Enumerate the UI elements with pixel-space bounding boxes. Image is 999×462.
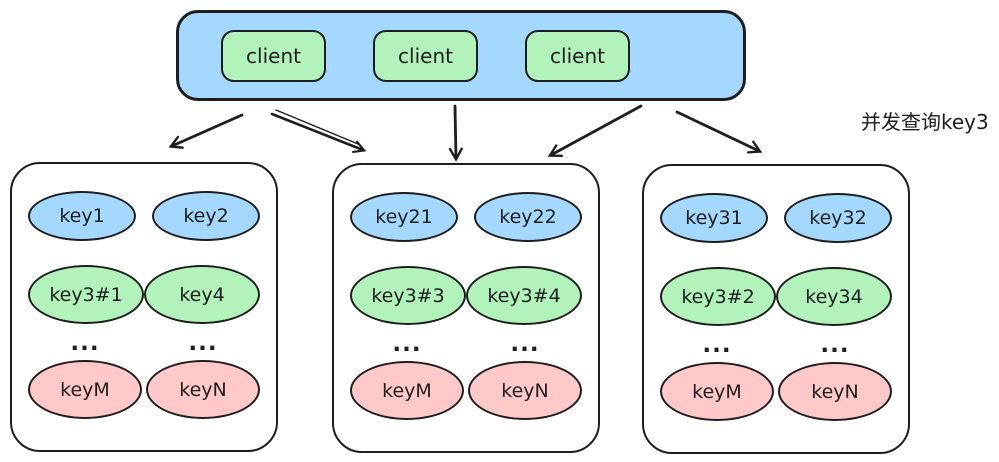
ellipsis-row: ... ... [660,332,892,358]
shard-node-3: key31 key32 key3#2 key34 ... ... keyM ke… [642,164,910,454]
key-ellipse: key3#3 [350,266,466,325]
key-ellipse: keyN [778,362,892,421]
key-row-green: key3#2 key34 [660,267,892,326]
key-ellipse: key3#4 [466,266,582,325]
ellipsis-row: ... ... [28,330,260,356]
key-ellipse: key34 [776,267,892,326]
client-box: client [373,29,478,82]
annotation-label: 并发查询key3 [861,110,989,134]
shard-node-1: key1 key2 key3#1 key4 ... ... keyM keyN [10,162,278,452]
key-ellipse: key22 [474,192,582,242]
ellipsis-dots: ... [510,331,540,357]
arrow-to-shard2-right [547,104,643,157]
key-row-blue: key31 key32 [660,193,892,243]
key-ellipse: key1 [28,191,136,241]
key-row-blue: key21 key22 [350,192,582,242]
key-ellipse: key3#2 [660,267,776,326]
ellipsis-dots: ... [392,331,422,357]
arrow-to-shard2-center [448,104,463,162]
clients-container: client client client [176,10,746,101]
key-row-green: key3#3 key3#4 [350,266,582,325]
client-box: client [525,29,630,82]
arrow-to-shard1 [168,113,244,149]
key-row-green: key3#1 key4 [28,265,260,324]
key-row-pink: keyM keyN [28,360,260,419]
key-ellipse: key4 [144,265,260,324]
ellipsis-dots: ... [70,330,100,356]
arrow-to-shard2-left [270,112,367,154]
key-ellipse: keyM [28,360,142,419]
ellipsis-dots: ... [820,332,850,358]
key-ellipse: key3#1 [28,265,144,324]
key-ellipse: key21 [350,192,458,242]
ellipsis-row: ... ... [350,331,582,357]
arrow-to-shard3 [675,110,763,154]
key-ellipse: key32 [784,193,892,243]
shard-node-2: key21 key22 key3#3 key3#4 ... ... keyM k… [332,163,600,453]
key-ellipse: keyN [468,361,582,420]
client-box: client [221,29,326,82]
key-ellipse: keyM [350,361,464,420]
ellipsis-dots: ... [702,332,732,358]
arrow-to-shard2-left-sketch [275,109,359,145]
key-row-pink: keyM keyN [660,362,892,421]
key-ellipse: keyM [660,362,774,421]
key-row-pink: keyM keyN [350,361,582,420]
key-row-blue: key1 key2 [28,191,260,241]
key-ellipse: key2 [152,191,260,241]
ellipsis-dots: ... [188,330,218,356]
key-ellipse: key31 [660,193,768,243]
key-ellipse: keyN [146,360,260,419]
